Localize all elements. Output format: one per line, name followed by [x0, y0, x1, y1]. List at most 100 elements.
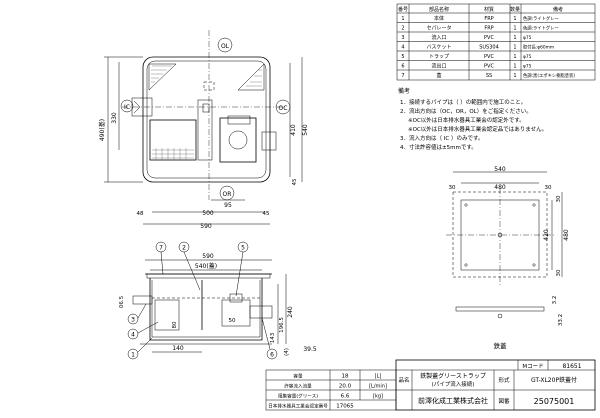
side-outlet	[249, 305, 273, 319]
spec-cell: 阻集容量(グリース)	[278, 393, 318, 400]
dim-cover-30-d: 30	[556, 269, 562, 276]
parts-header-material: 材質	[484, 6, 494, 13]
parts-cell: バスケット	[426, 44, 451, 51]
top-view-dimensions: 490(基) 330 410 540 45 95 500 590 48 45	[98, 56, 309, 230]
label-oc: OC	[279, 105, 288, 112]
parts-cell: 蓋	[436, 72, 441, 79]
top-view-inner-outline	[146, 60, 267, 179]
spec-cell: 17065	[336, 404, 354, 410]
dim-cover-540: 540	[494, 166, 506, 173]
parts-cell: φ75	[523, 54, 532, 60]
label-ol: OL	[221, 43, 230, 50]
side-view: 7 2 5 3 4 1 6 590 540(蓋) 240 196.5 143	[119, 241, 317, 360]
spec-cell: [kg]	[373, 394, 383, 400]
dim-140: 140	[172, 345, 184, 352]
code-label: Mコード	[522, 363, 543, 370]
basket	[149, 119, 197, 161]
dim-410: 410	[290, 124, 297, 136]
dim-45-right: 45	[292, 178, 298, 185]
model-label: 形式	[498, 376, 510, 384]
dim-45-bottom: 45	[263, 211, 270, 217]
parts-cell: PVC	[484, 54, 494, 60]
parts-cell: 3	[401, 35, 404, 41]
dim-50: 50	[229, 318, 236, 324]
note-2b: ※OC以外は日本排水器具工業会認定品ではありません。	[408, 125, 547, 133]
parts-cell: 色調:ライトグレー	[523, 25, 559, 32]
dim-540: 540	[302, 124, 309, 136]
side-callouts: 7 2 5 3 4 1 6	[127, 241, 278, 360]
dim-4: (4)	[284, 348, 290, 356]
spec-cell: 容量	[293, 373, 303, 380]
parts-cell: 1	[513, 35, 516, 41]
parts-cell: 2	[401, 26, 404, 32]
note-2a: ※OC以外は日本排水器具工業会の認定外です。	[408, 116, 525, 124]
spec-cell: [L]	[375, 374, 382, 380]
dim-cover-30-a: 30	[449, 185, 456, 191]
cover-dimensions: 540 480 30 30 420 480 30 30 3.2 33.2	[449, 166, 571, 326]
spec-cell: 許容流入流量	[284, 383, 312, 390]
dim-cover-420: 420	[543, 229, 550, 241]
note-1: 1．接続するパイプは（ ）の範囲内で施工のこと。	[400, 98, 526, 106]
parts-cell: 5	[401, 54, 404, 60]
parts-cell: 1	[513, 26, 516, 32]
dim-cover-30-b: 30	[545, 185, 552, 191]
product-name-line2: (パイプ流入接続)	[432, 380, 475, 388]
dim-side-590: 590	[202, 253, 214, 260]
parts-cell: 色調:黒(エポキシ樹脂塗装)	[523, 72, 575, 79]
parts-cell: SS	[486, 73, 492, 79]
dim-143: 143	[270, 332, 276, 343]
callout-2: 2	[182, 245, 186, 252]
parts-cell: 色調:ライトグレー	[523, 15, 559, 22]
cover-view: 540 480 30 30 420 480 30 30 3.2 33.2 鉄蓋	[446, 166, 570, 350]
drawing-number: 25075001	[534, 397, 575, 406]
code-value: 81651	[562, 363, 581, 370]
spec-cell: 20.0	[339, 384, 352, 390]
model-value: GT-XL20P鉄蓋付	[531, 376, 577, 384]
dim-cover-3-2: 3.2	[552, 296, 558, 305]
dim-cover-33-2: 33.2	[558, 314, 564, 326]
parts-cell: FRP	[484, 26, 493, 32]
top-view-hatch-right	[237, 63, 265, 91]
marker-oc: OC	[275, 99, 291, 115]
parts-cell: SUS304	[479, 45, 499, 51]
parts-cell: 1	[513, 16, 516, 22]
spec-cell: 日本排水器具工業会認定番号	[268, 403, 328, 410]
dim-side-540: 540(蓋)	[195, 262, 217, 270]
parts-cell: 本体	[434, 15, 444, 22]
dim-590: 590	[200, 223, 212, 230]
cover-label: 鉄蓋	[494, 341, 508, 350]
parts-table: 番号 部品名称 材質 数量 備考	[396, 3, 596, 81]
callout-6: 6	[270, 352, 274, 359]
dim-cover-480-v: 480	[563, 229, 570, 241]
dim-95: 95	[224, 202, 232, 209]
cover-section	[455, 306, 545, 312]
notes-title: 備考	[398, 87, 410, 95]
trap-circle	[228, 130, 248, 150]
spec-cell: [L/min]	[369, 384, 387, 390]
parts-header-name: 部品名称	[429, 6, 449, 13]
parts-cell: φ75	[523, 35, 532, 41]
callout-4: 4	[131, 332, 135, 339]
basket-mesh	[152, 148, 194, 160]
callout-5: 5	[241, 245, 245, 252]
dim-39-5: 39.5	[303, 346, 317, 353]
top-view: OL IC OC OR 490(基) 330 410 540 45	[98, 30, 309, 230]
top-view-outline	[142, 56, 271, 183]
parts-cell: 1	[513, 73, 516, 79]
marker-ic: IC	[120, 99, 141, 114]
dim-500: 500	[202, 210, 214, 217]
parts-cell: トラップ	[429, 54, 449, 60]
parts-cell: PVC	[484, 35, 494, 41]
spec-cell: 18	[342, 374, 349, 380]
note-3: 3．流入方向は（ IC ）のみです。	[400, 134, 483, 142]
dim-48: 48	[137, 211, 144, 217]
parts-cell: 流入口	[431, 34, 446, 41]
side-trap	[221, 299, 251, 327]
parts-cell: 6	[401, 64, 404, 70]
title-block: Mコード 81651 品名 鉄製蓋グリーストラップ (パイプ流入接続) 形式 G…	[395, 359, 596, 411]
parts-cell: 1	[513, 45, 516, 51]
parts-header-no: 番号	[398, 6, 408, 13]
